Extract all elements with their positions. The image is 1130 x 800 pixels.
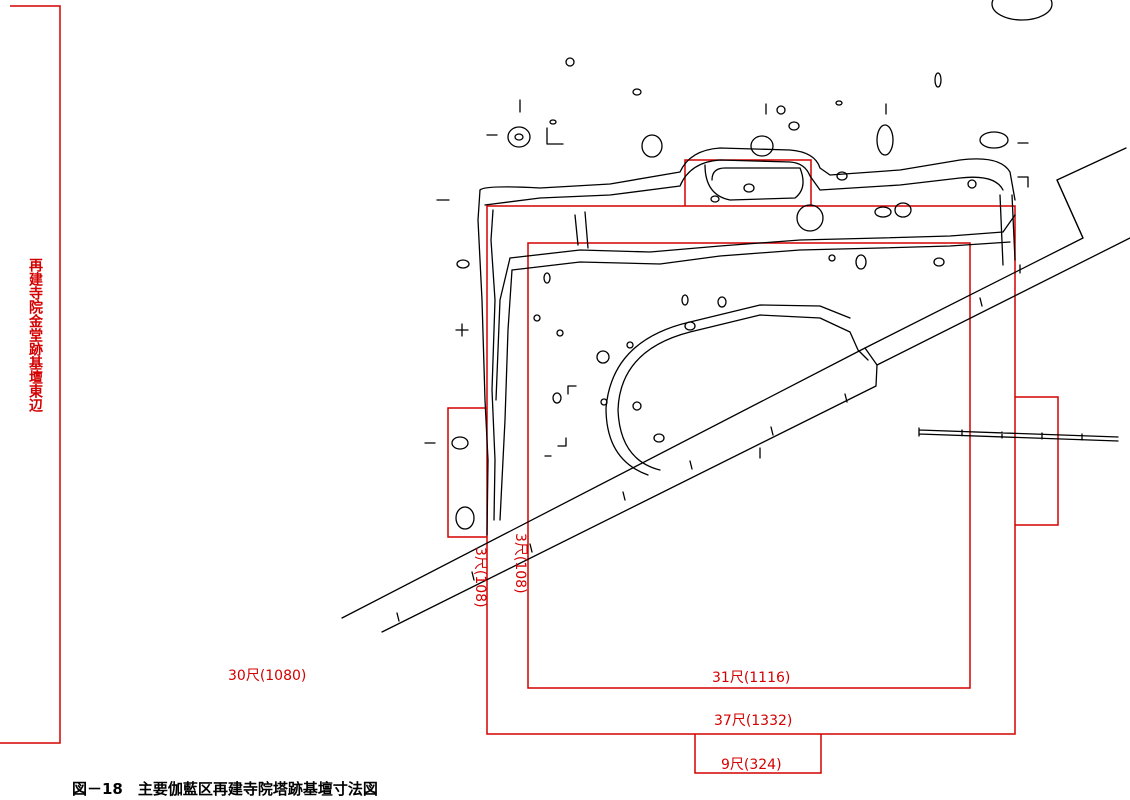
diagonal-trench-end: [864, 147, 1127, 349]
dimension-outer-width: 37尺(1332): [714, 713, 792, 729]
feature-pit: [455, 506, 475, 530]
inner-arc-outer: [617, 314, 869, 471]
feature-pit: [874, 206, 892, 218]
diagonal-trench-line-lower: [381, 364, 878, 633]
feature-stone: [828, 254, 836, 262]
feature-stone: [552, 392, 562, 404]
dimension-margin-outer: 3尺(108): [472, 547, 488, 608]
feature-pit: [451, 436, 469, 450]
dimension-stair-width: 9尺(324): [721, 757, 782, 773]
feature-stone: [533, 314, 541, 322]
east-strip: [999, 194, 1016, 266]
inner-pit-outline-inner: [511, 241, 1011, 271]
feature-pit: [894, 202, 912, 218]
outer-foundation-square: [486, 205, 1016, 735]
kondo-east-edge-label: 再建寺院金堂跡基壇東辺: [27, 258, 43, 412]
feature-stone: [967, 179, 977, 189]
feature-pit: [796, 204, 824, 232]
feature-pit: [514, 133, 524, 141]
north-lobe-outline: [574, 164, 804, 249]
feature-stone: [543, 272, 551, 284]
feature-stone: [788, 121, 800, 131]
dimension-inner-width: 31尺(1116): [712, 670, 790, 686]
trench-ticks: [396, 297, 983, 622]
feature-stone: [600, 398, 608, 406]
inner-pit-outline-outer: [509, 214, 1016, 259]
feature-stone: [743, 183, 755, 193]
inner-foundation-square: [527, 242, 971, 689]
survey-marks: [424, 99, 1029, 459]
foundation-outline-north-inner: [484, 159, 1004, 206]
figure-caption: 図－18 主要伽藍区再建寺院塔跡基壇寸法図: [72, 780, 378, 798]
feature-pit: [876, 124, 894, 156]
inner-pit-west-edge: [495, 257, 513, 521]
east-stair-outline: [1015, 396, 1059, 526]
feature-stone: [456, 259, 470, 269]
feature-stone: [556, 329, 564, 337]
diagonal-trench-end-2: [1056, 179, 1084, 239]
feature-pit: [507, 126, 531, 148]
foundation-outline-north-outer: [479, 147, 1016, 201]
feature-stone: [934, 72, 942, 88]
feature-stone: [626, 341, 634, 349]
kondo-east-edge-bracket: [0, 5, 61, 744]
feature-stone: [717, 296, 727, 308]
diagonal-trench-line-upper: [341, 237, 1130, 619]
feature-stone: [565, 57, 575, 67]
feature-stone: [632, 401, 642, 411]
inner-arc-inner: [605, 304, 851, 476]
dimension-east-edge: 30尺(1080): [228, 668, 306, 684]
east-trench-line: [918, 427, 1119, 442]
foundation-outline-west-inner: [490, 209, 496, 521]
feature-stone: [549, 119, 557, 125]
feature-stone: [681, 294, 689, 306]
feature-stone: [836, 171, 848, 181]
south-stair-outline: [694, 734, 822, 774]
feature-stone: [710, 195, 720, 203]
feature-pit: [641, 134, 663, 158]
feature-stone: [855, 254, 867, 270]
feature-stone: [776, 105, 786, 115]
feature-stone: [596, 350, 610, 364]
feature-pit: [750, 135, 774, 157]
feature-pit: [979, 131, 1009, 149]
west-stair-outline: [447, 407, 487, 538]
dimension-margin-inner: 3尺(108): [512, 533, 528, 594]
feature-pit: [991, 0, 1053, 21]
feature-stone: [835, 100, 843, 106]
feature-stone: [653, 433, 665, 443]
feature-stone: [933, 257, 945, 267]
feature-stone: [684, 321, 696, 331]
north-stair-outline: [684, 159, 812, 206]
feature-stone: [632, 88, 642, 96]
foundation-outline-west-outer: [477, 189, 489, 536]
